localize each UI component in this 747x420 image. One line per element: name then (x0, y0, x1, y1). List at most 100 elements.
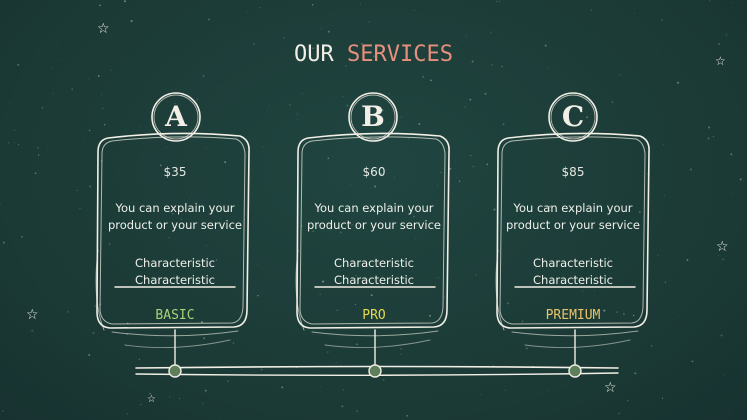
chalk-speck (232, 342, 235, 344)
chalk-speck (501, 65, 503, 68)
chalk-speck (544, 44, 547, 47)
chalk-speck (689, 168, 692, 171)
chalk-speck (88, 79, 90, 81)
chalk-speck (34, 172, 37, 175)
chalk-speck (335, 362, 337, 364)
chalk-speck (52, 67, 54, 69)
chalk-speck (599, 172, 600, 174)
chalk-speck (47, 148, 49, 150)
chalk-speck (126, 413, 128, 415)
star-icon: ☆ (715, 54, 726, 68)
chalk-speck (138, 358, 141, 361)
chalk-speck (521, 320, 524, 322)
characteristic-item: Characteristic (135, 256, 215, 270)
chalk-speck (657, 53, 659, 55)
title-word-our: OUR (294, 42, 334, 67)
chalk-speck (342, 96, 344, 98)
chalk-speck (198, 401, 200, 403)
plan-description: You can explain your product or your ser… (499, 200, 647, 234)
description-line: product or your service (505, 218, 640, 232)
chalk-speck (37, 154, 40, 156)
chalk-speck (125, 15, 127, 17)
chalk-speck (203, 337, 205, 340)
plan-price: $85 (561, 165, 585, 179)
chalk-speck (549, 205, 552, 208)
chalk-speck (664, 281, 666, 283)
chalk-speck (205, 245, 207, 247)
chalk-speck (83, 137, 85, 139)
plan-tier-label: BASIC (155, 308, 195, 323)
chalk-speck (159, 164, 162, 167)
chalk-speck (616, 311, 618, 313)
chalk-speck (88, 129, 91, 132)
chalk-speck (327, 157, 330, 160)
chalk-speck (92, 332, 95, 335)
chalk-speck (168, 236, 171, 239)
plan-characteristics: Characteristic Characteristic (499, 255, 647, 289)
chalk-speck (718, 43, 720, 45)
chalk-speck (71, 88, 74, 91)
chalk-speck (686, 259, 689, 262)
chalk-speck (575, 308, 578, 311)
chalk-speck (376, 317, 379, 320)
chalk-speck (712, 135, 715, 138)
chalk-speck (428, 314, 431, 317)
chalk-speck (345, 65, 347, 67)
chalk-speck (341, 405, 344, 408)
chalk-speck (342, 389, 345, 391)
chalk-speck (634, 372, 637, 375)
chalk-speck (301, 93, 304, 95)
chalk-speck (166, 146, 168, 148)
chalk-speck (525, 347, 528, 350)
plan-price: $35 (163, 165, 187, 179)
chalk-speck (57, 369, 58, 371)
star-icon: ☆ (604, 380, 617, 396)
chalk-speck (607, 257, 610, 259)
chalk-speck (312, 47, 314, 50)
chalk-speck (717, 255, 719, 257)
plan-characteristics: Characteristic Characteristic (101, 255, 249, 289)
chalk-speck (283, 37, 285, 39)
chalk-speck (100, 93, 103, 95)
chalk-speck (201, 321, 203, 323)
chalk-speck (382, 378, 385, 382)
chalk-speck (663, 144, 665, 146)
chalk-speck (103, 123, 106, 126)
chalk-speck (262, 146, 264, 148)
chalk-speck (493, 208, 496, 211)
chalk-speck (496, 0, 498, 2)
chalk-speck (364, 171, 366, 173)
chalk-speck (361, 104, 363, 106)
chalk-speck (365, 235, 367, 236)
chalk-speck (339, 231, 342, 234)
chalk-speck (184, 202, 186, 204)
chalk-speck (88, 354, 91, 356)
chalk-speck (296, 113, 299, 115)
chalk-speck (289, 104, 291, 106)
chalk-speck (379, 172, 382, 175)
chalk-speck (408, 138, 410, 140)
chalk-speck (204, 389, 207, 392)
star-icon: ☆ (147, 394, 156, 405)
chalk-speck (346, 104, 349, 107)
chalk-speck (253, 43, 255, 45)
chalk-speck (465, 35, 467, 37)
chalk-speck (730, 153, 733, 156)
chalk-speck (400, 353, 402, 355)
chalk-speck (627, 399, 629, 402)
chalk-speck (499, 0, 501, 2)
chalk-speck (546, 206, 548, 208)
chalk-speck (400, 116, 402, 118)
timeline-nodes (168, 364, 582, 378)
chalk-speck (202, 74, 205, 77)
chalk-speck (535, 267, 537, 270)
chalk-speck (246, 11, 248, 12)
chalk-speck (586, 116, 588, 119)
chalk-speck (227, 380, 229, 382)
chalk-speck (716, 215, 718, 217)
chalk-speck (722, 258, 724, 261)
chalk-speck (444, 59, 446, 62)
chalk-speck (76, 189, 79, 192)
chalk-speck (667, 238, 669, 240)
